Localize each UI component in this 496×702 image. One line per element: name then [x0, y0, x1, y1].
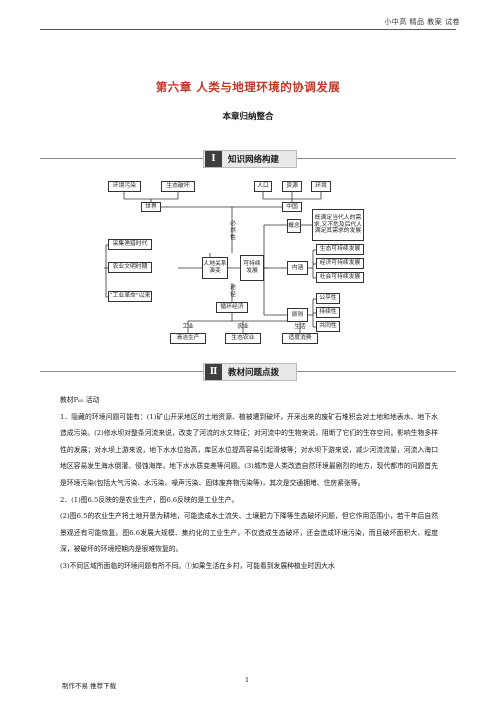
label-industry: 工业	[182, 324, 194, 330]
header-text: 小中高 精品 教案 试卷	[384, 18, 460, 26]
node-eco-sustain: 生态可持续发展	[316, 244, 364, 255]
node-relation-evolve: 人地关系演变	[202, 257, 228, 279]
chapter-title: 第六章 人类与地理环境的协调发展	[155, 80, 341, 94]
section-number: Ⅱ	[205, 364, 222, 380]
node-econ-sustain: 经济可持续发展	[316, 258, 364, 269]
node-agri-civ: 农业文明时期	[108, 262, 152, 273]
section-label: 教材问题点拨	[228, 368, 280, 378]
body-text: 教材P₆₅ 活动 1．隐藏的环境问题可能有：(1)矿山开采地区的土地资源、植被遭…	[60, 392, 438, 575]
node-fairness: 公平性	[316, 293, 340, 304]
footer-text: 制作不易 推荐下载	[62, 682, 117, 690]
node-moderate-consume: 适度消费	[282, 333, 318, 344]
node-concept: 概念	[287, 219, 301, 233]
node-sustainable-dev: 可持续发展	[240, 255, 264, 281]
node-china: 中国	[282, 202, 302, 212]
node-eco-agri: 生态农业	[225, 333, 261, 344]
banner-box: Ⅱ 教材问题点拨	[203, 363, 297, 381]
label-life: 生活	[294, 324, 306, 330]
node-resources: 资源	[282, 181, 302, 192]
node-population: 人口	[254, 181, 272, 192]
knowledge-map: 环境污染 生态破坏 人口 资源 环境 世界 中国 必然性 概念 既满足当代人的需…	[104, 175, 384, 347]
node-world: 世界	[141, 202, 161, 212]
node-gather-hunt: 采集渔猎时代	[108, 239, 152, 250]
section-label: 知识网络构建	[228, 155, 280, 165]
page-number: 1	[245, 676, 250, 684]
node-content: 内涵	[287, 261, 308, 275]
node-definition: 既满足当代人的需求,又不危及后代人满足其需求的发展	[312, 209, 364, 241]
node-clean-prod: 清洁生产	[170, 333, 206, 344]
answer-paragraph: (3)不同区域所面临的环境问题有所不同。①如果生活在乡村，可能看到发展种植业时因…	[60, 561, 335, 570]
node-industrial-rev: “工业革命”以来	[108, 291, 152, 302]
node-circular-econ: 循环经济	[216, 302, 248, 313]
answer-paragraph: (2)图6.5的农业生产将土地开垦为耕地，可能造成水土流失、土壤肥力下降等生态破…	[60, 512, 438, 554]
node-commonality: 共同性	[316, 321, 340, 332]
answer-paragraph: 1．隐藏的环境问题可能有：(1)矿山开采地区的土地资源、植被遭到破坏，开采出来的…	[60, 412, 438, 487]
map-connectors	[104, 191, 322, 333]
banner-box: Ⅰ 知识网络构建	[203, 150, 297, 168]
section-banner-issues: Ⅱ 教材问题点拨	[40, 363, 456, 381]
label-path: 途径	[230, 285, 236, 298]
chapter-subtitle: 本章归纳整合	[222, 112, 274, 122]
label-necessity: 必然性	[230, 221, 236, 241]
section-number: Ⅰ	[205, 151, 222, 167]
answer-paragraph: 2．(1)图6.5反映的是农业生产，图6.6反映的是工业生产。	[60, 495, 239, 504]
node-env-pollution: 环境污染	[108, 181, 141, 192]
node-environment: 环境	[311, 181, 331, 192]
node-principle: 原则	[287, 308, 308, 322]
label-agriculture: 农业	[237, 324, 249, 330]
node-social-sustain: 社会可持续发展	[316, 272, 364, 283]
header-rule	[40, 29, 456, 30]
node-continuity: 持续性	[316, 307, 340, 318]
activity-heading: 教材P₆₅ 活动	[60, 396, 100, 404]
node-eco-damage: 生态破坏	[161, 181, 195, 192]
section-banner-network: Ⅰ 知识网络构建	[40, 150, 456, 168]
